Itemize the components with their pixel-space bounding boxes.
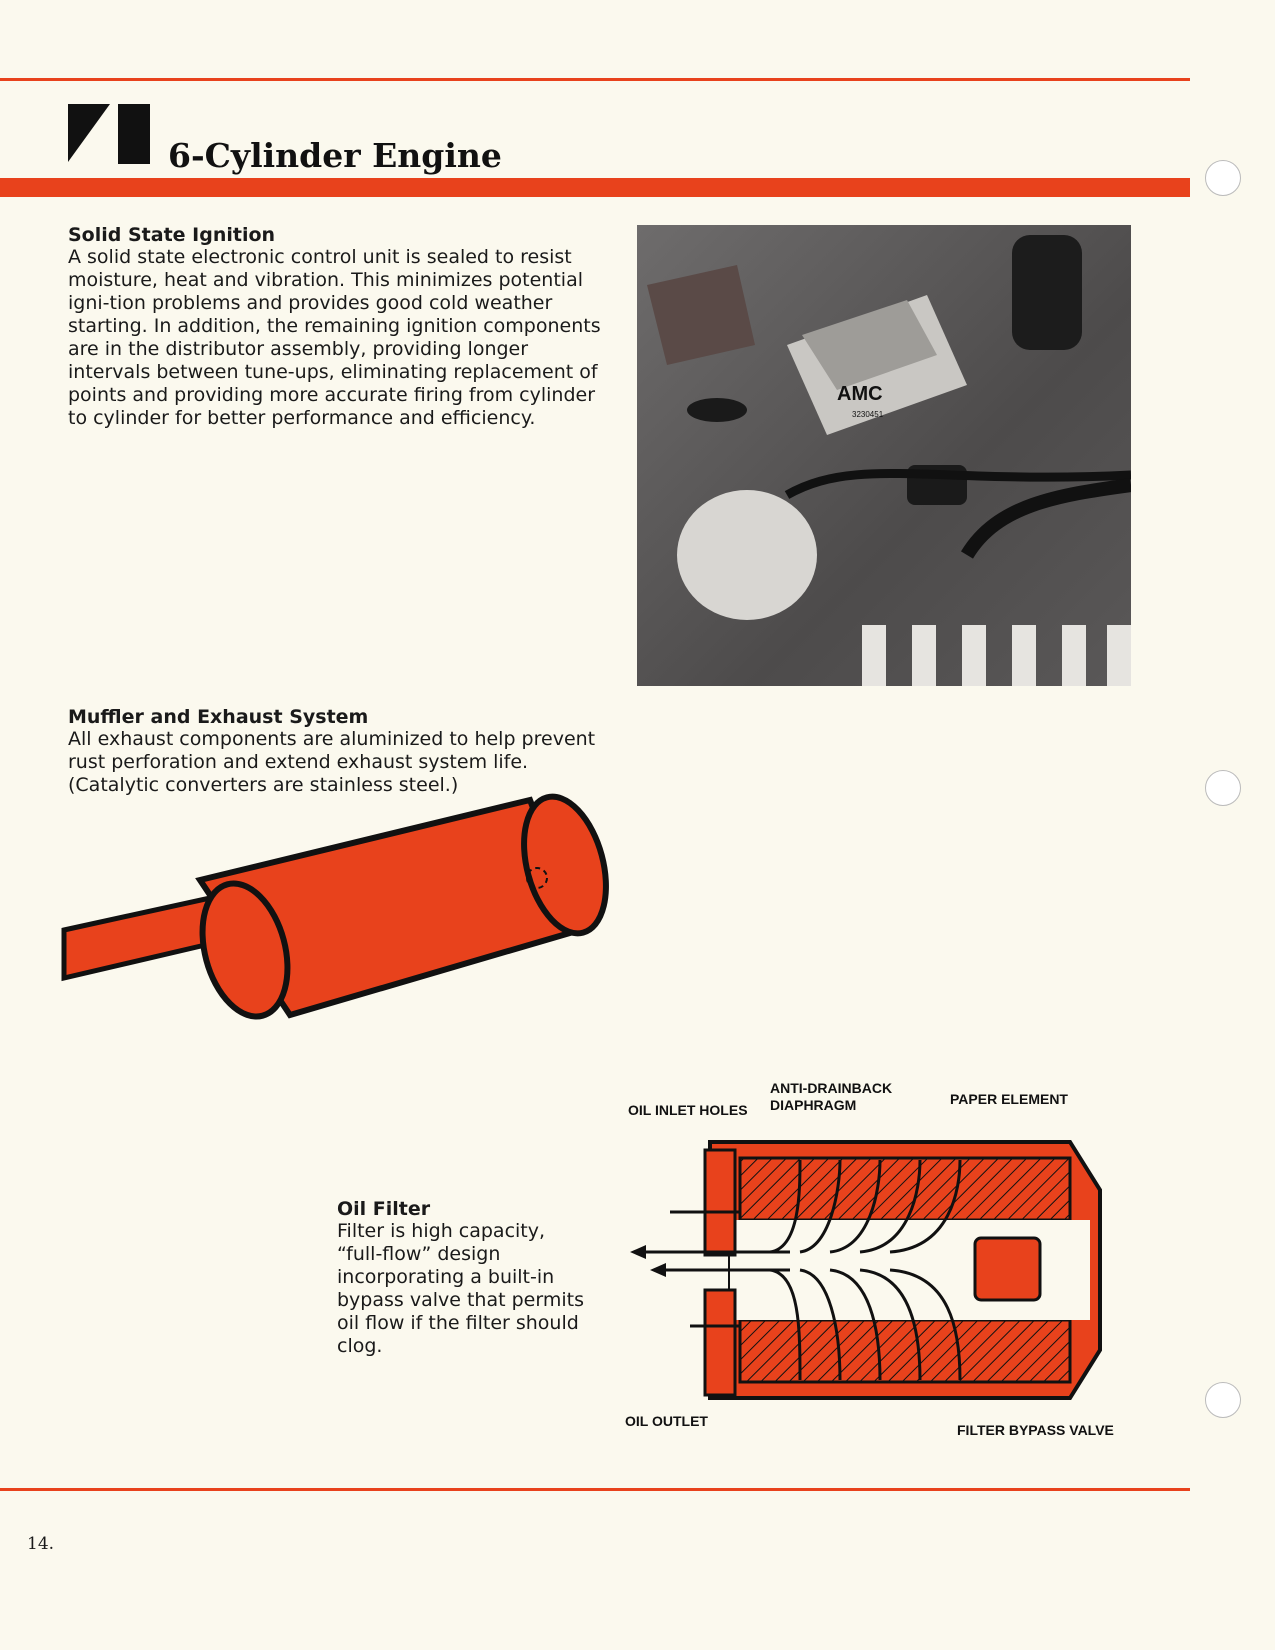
section-heading: Solid State Ignition: [68, 224, 276, 246]
binder-hole: [1205, 1382, 1241, 1418]
binder-hole: [1205, 160, 1241, 196]
section-body: All exhaust components are aluminized to…: [68, 728, 596, 796]
label-paper-element: PAPER ELEMENT: [950, 1091, 1068, 1107]
amc-logo-icon: [68, 104, 150, 164]
section-heading: Oil Filter: [337, 1198, 431, 1220]
label-oil-inlet-holes: OIL INLET HOLES: [628, 1102, 748, 1118]
section-body: Filter is high capacity, “full-flow” des…: [337, 1220, 584, 1357]
label-anti-drainback-diaphragm: ANTI-DRAINBACK DIAPHRAGM: [770, 1080, 893, 1113]
muffler-illustration: [61, 793, 609, 1020]
binder-hole: [1205, 770, 1241, 806]
page-number: 14.: [27, 1534, 55, 1554]
oil-filter-section: Oil Filter Filter is high capacity, “ful…: [337, 1198, 587, 1358]
header-band: [0, 178, 1190, 197]
ignition-components-image: AMC 3230451: [647, 235, 1131, 686]
bottom-rule: [0, 1488, 1190, 1491]
top-rule: [0, 78, 1190, 81]
ignition-section: Solid State Ignition A solid state elect…: [68, 224, 608, 430]
label-oil-outlet: OIL OUTLET: [625, 1413, 708, 1429]
module-label: AMC: [837, 383, 883, 405]
section-body: A solid state electronic control unit is…: [68, 246, 601, 429]
module-number: 3230451: [852, 410, 884, 419]
muffler-section: Muffler and Exhaust System All exhaust c…: [68, 706, 608, 797]
section-heading: Muffler and Exhaust System: [68, 706, 369, 728]
ignition-photo: AMC 3230451: [637, 225, 1131, 686]
page-title: 6-Cylinder Engine: [168, 136, 502, 175]
label-filter-bypass-valve: FILTER BYPASS VALVE: [957, 1422, 1114, 1438]
oil-filter-diagram: [630, 1140, 1102, 1400]
